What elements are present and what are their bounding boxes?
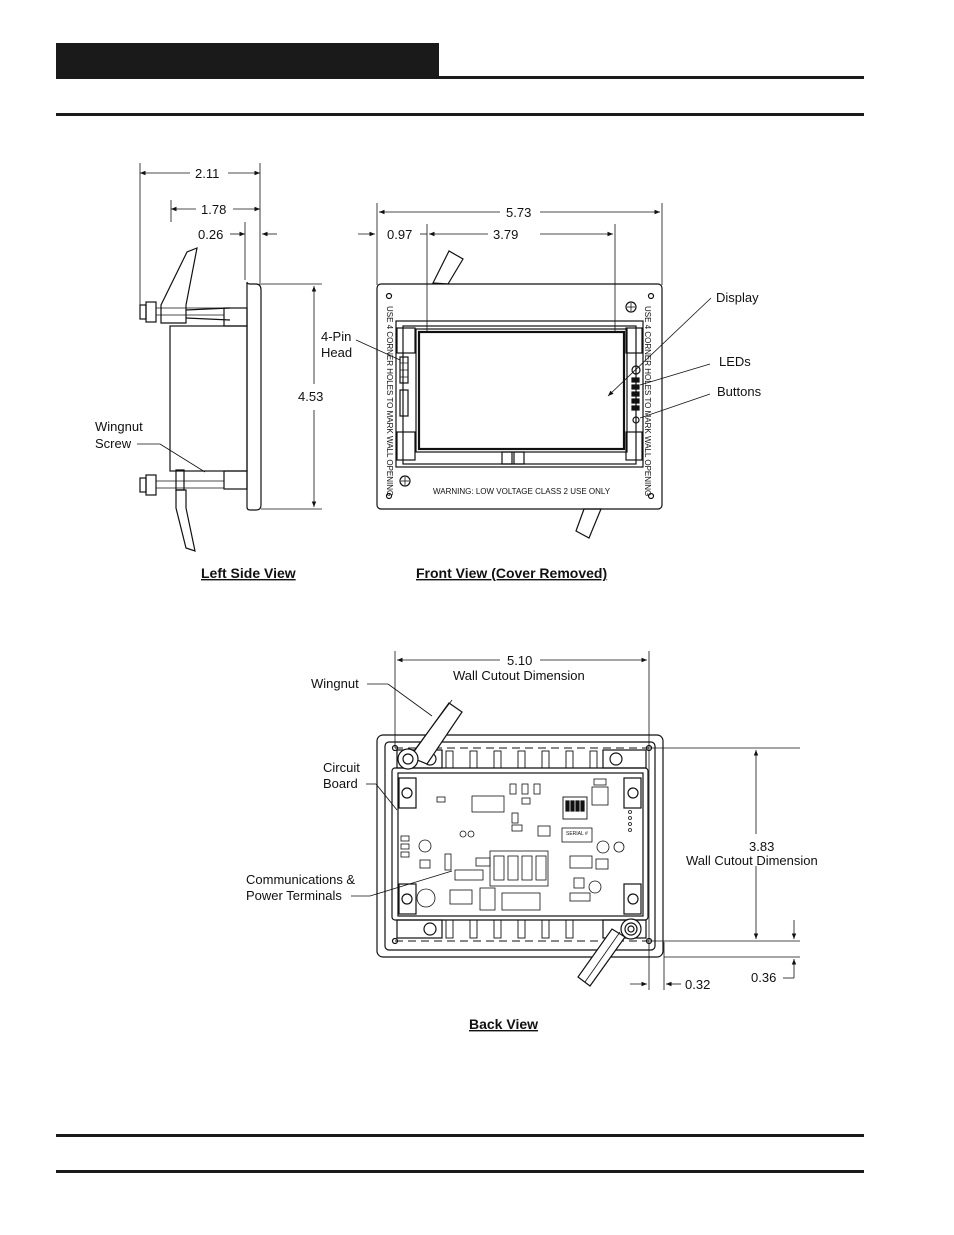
footer-rule-bottom xyxy=(56,1170,864,1173)
label-wingnut: Wingnut xyxy=(311,676,359,691)
front-side-text-left: USE 4 CORNER HOLES TO MARK WALL OPENING xyxy=(385,306,394,496)
front-side-text-right: USE 4 CORNER HOLES TO MARK WALL OPENING xyxy=(643,306,652,496)
dim-height: 4.53 xyxy=(298,389,323,404)
dim-front-offset: 0.97 xyxy=(387,227,412,242)
dim-front-width: 5.73 xyxy=(506,205,531,220)
label-wingnut-screw-line2: Screw xyxy=(95,436,132,451)
board-serial-label: SERIAL # xyxy=(566,831,588,837)
label-buttons: Buttons xyxy=(717,384,762,399)
label-display: Display xyxy=(716,290,759,305)
dim-body-depth: 1.78 xyxy=(201,202,226,217)
label-cutout-height: Wall Cutout Dimension xyxy=(686,853,818,868)
footer-rule-top xyxy=(56,1134,864,1137)
label-pin-head-line1: 4-Pin xyxy=(321,329,351,344)
dim-bottom-offset: 0.36 xyxy=(751,970,776,985)
label-pin-head-line2: Head xyxy=(321,345,352,360)
label-leds: LEDs xyxy=(719,354,751,369)
left-side-view xyxy=(137,163,322,552)
header-rule-bottom xyxy=(56,113,864,116)
label-comm-terminals-line2: Power Terminals xyxy=(246,888,342,903)
caption-left-side-view: Left Side View xyxy=(201,565,296,581)
front-view xyxy=(355,203,712,539)
label-cutout-width: Wall Cutout Dimension xyxy=(453,668,585,683)
header-rule-top xyxy=(56,76,864,79)
dim-display-width: 3.79 xyxy=(493,227,518,242)
caption-front-view: Front View (Cover Removed) xyxy=(416,565,607,581)
back-view xyxy=(351,651,800,990)
caption-back-view: Back View xyxy=(469,1016,538,1032)
dim-plate-thickness: 0.26 xyxy=(198,227,223,242)
dim-cutout-height: 3.83 xyxy=(749,839,774,854)
label-circuit-board-line1: Circuit xyxy=(323,760,360,775)
front-warning-text: WARNING: LOW VOLTAGE CLASS 2 USE ONLY xyxy=(433,487,611,496)
label-wingnut-screw-line1: Wingnut xyxy=(95,419,143,434)
dim-right-offset: 0.32 xyxy=(685,977,710,992)
header-bar xyxy=(56,43,439,77)
label-circuit-board-line2: Board xyxy=(323,776,358,791)
label-comm-terminals-line1: Communications & xyxy=(246,872,355,887)
dim-cutout-width: 5.10 xyxy=(507,653,532,668)
dim-total-depth: 2.11 xyxy=(195,166,219,181)
